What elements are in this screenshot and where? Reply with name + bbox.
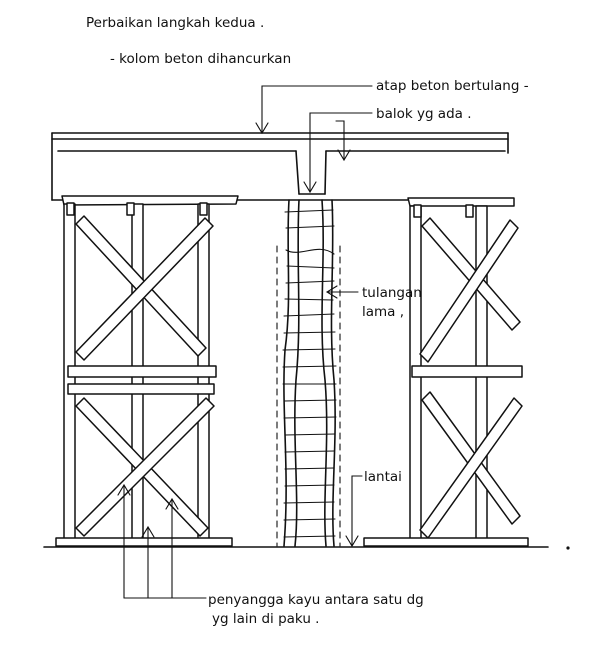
left-timber-shoring xyxy=(55,195,239,547)
demolished-column-outline xyxy=(276,245,341,547)
roof-slab xyxy=(51,132,509,201)
floor-line xyxy=(43,546,570,550)
props-label-line1: penyangga kayu antara satu dg xyxy=(208,592,424,608)
roof-label: atap beton bertulang - xyxy=(376,78,529,94)
roof-leader xyxy=(255,85,373,135)
caption-subtitle: - kolom beton dihancurkan xyxy=(110,51,291,67)
props-leader xyxy=(117,483,207,599)
rebar-leader xyxy=(325,285,359,299)
floor-label: lantai xyxy=(364,469,402,485)
floor-leader xyxy=(345,475,363,548)
right-timber-shoring xyxy=(363,197,529,547)
beam-label: balok yg ada . xyxy=(376,106,472,122)
existing-beam xyxy=(295,150,327,195)
props-label-line2: yg lain di paku . xyxy=(212,611,319,627)
beam-leader xyxy=(303,112,373,194)
rebar-label-line1: tulangan xyxy=(362,285,422,301)
old-rebar-cage xyxy=(282,199,337,547)
rebar-label-line2: lama , xyxy=(362,304,404,320)
caption-title: Perbaikan langkah kedua . xyxy=(86,15,264,31)
